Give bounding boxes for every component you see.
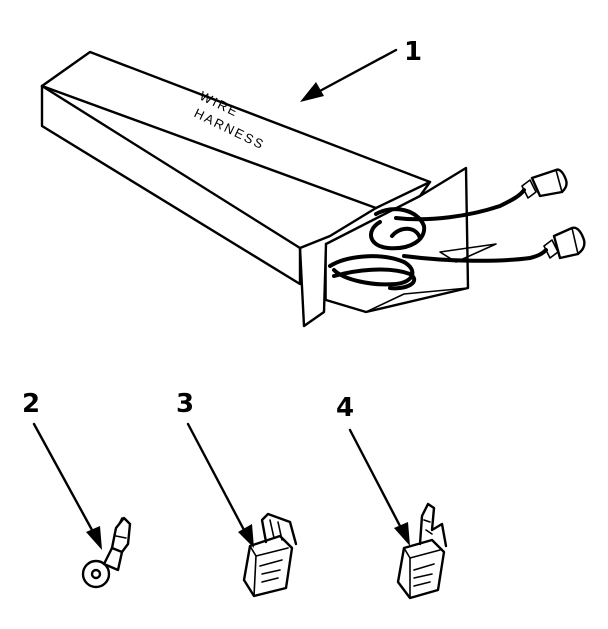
wire-coils (328, 207, 427, 291)
callout-3-label: 3 (176, 389, 194, 419)
box-flap-fold (365, 287, 469, 313)
callout-1-label: 1 (404, 37, 422, 67)
callout-4-label: 4 (336, 393, 354, 423)
box-end-top-edge (298, 206, 378, 250)
wire-lead-lower (402, 248, 548, 263)
callout-4-arrow (348, 428, 410, 546)
wire-connector-lower (543, 226, 586, 260)
box-end-left-flap (298, 242, 328, 328)
callout-2-label: 2 (22, 389, 40, 419)
box-front-face (40, 84, 302, 286)
callout-2-arrow (32, 422, 102, 550)
female-disconnect-terminal-small (396, 502, 448, 600)
ring-terminal (81, 516, 132, 589)
box-inner-tab (439, 243, 497, 263)
callout-3-arrow (186, 422, 254, 548)
wire-lead-upper (394, 188, 526, 222)
female-disconnect-terminal (242, 512, 298, 598)
wire-connector-upper (521, 168, 568, 199)
callout-1-arrow (300, 48, 398, 102)
box-front-top-edge (40, 84, 302, 250)
